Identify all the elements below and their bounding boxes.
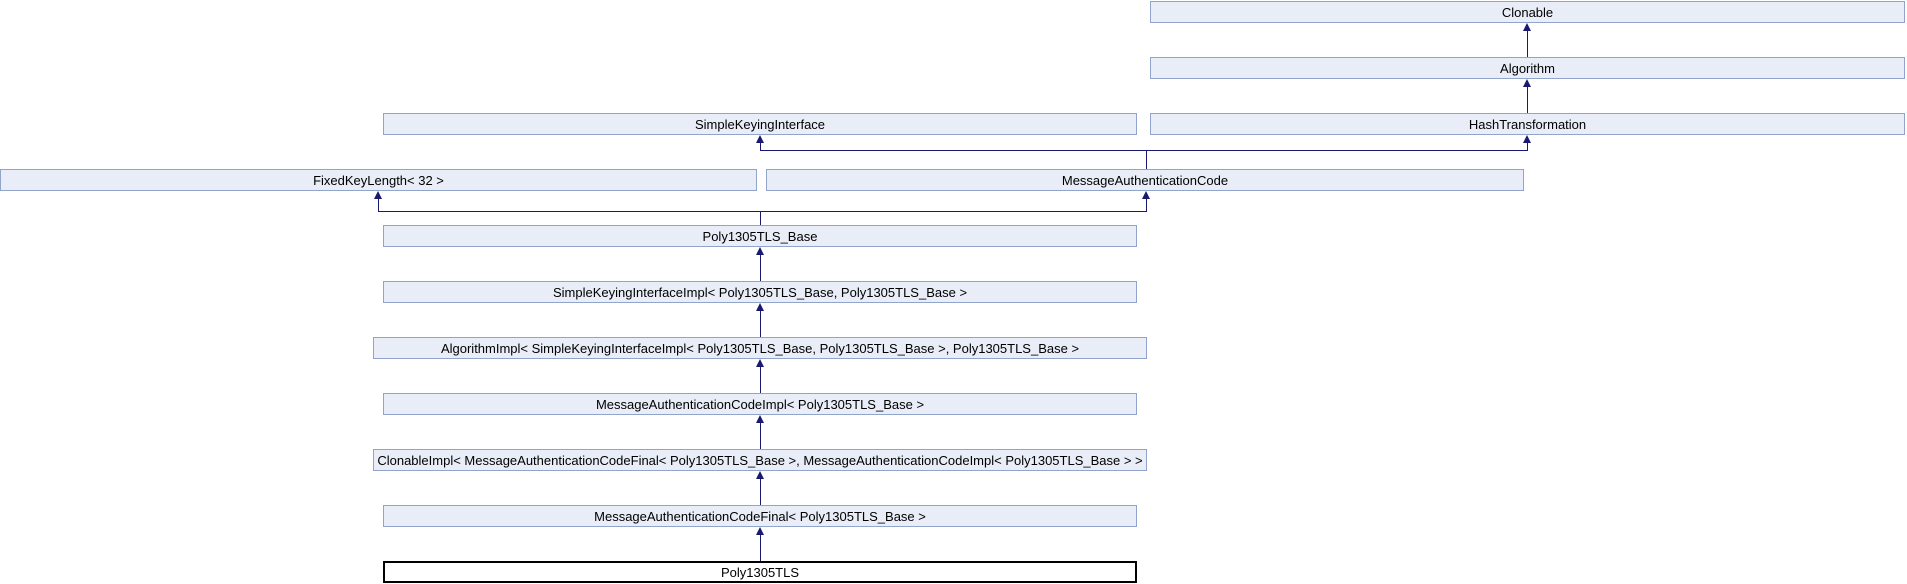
edge-arrowhead bbox=[756, 303, 764, 311]
edge-line bbox=[760, 211, 761, 225]
edge-line bbox=[760, 479, 761, 505]
class-node-label: HashTransformation bbox=[1468, 116, 1587, 132]
class-node-label: MessageAuthenticationCodeFinal< Poly1305… bbox=[594, 508, 926, 524]
class-node-label: SimpleKeyingInterface bbox=[694, 116, 826, 132]
edge-arrowhead bbox=[756, 415, 764, 423]
edge-line bbox=[1527, 31, 1528, 57]
class-node-poly1305tls-base[interactable]: Poly1305TLS_Base bbox=[383, 225, 1137, 247]
edge-line bbox=[760, 143, 761, 150]
edge-line bbox=[378, 199, 379, 211]
edge-arrowhead bbox=[1142, 191, 1150, 199]
class-node-poly1305tls-focus: Poly1305TLS bbox=[383, 561, 1137, 583]
edge-arrowhead bbox=[1523, 23, 1531, 31]
class-node-label: Poly1305TLS_Base bbox=[702, 228, 818, 244]
edge-line bbox=[760, 255, 761, 281]
class-node-algorithmimpl[interactable]: AlgorithmImpl< SimpleKeyingInterfaceImpl… bbox=[373, 337, 1147, 359]
class-node-label: MessageAuthenticationCode bbox=[1061, 172, 1229, 188]
edge-arrowhead bbox=[756, 135, 764, 143]
edge-arrowhead bbox=[756, 359, 764, 367]
edge-line bbox=[1146, 150, 1147, 169]
class-node-messageauthenticationcode[interactable]: MessageAuthenticationCode bbox=[766, 169, 1524, 191]
edge-line bbox=[760, 423, 761, 449]
class-node-clonable[interactable]: Clonable bbox=[1150, 1, 1905, 23]
edge-line bbox=[378, 211, 1147, 212]
class-node-label: MessageAuthenticationCodeImpl< Poly1305T… bbox=[595, 396, 925, 412]
class-node-label: Clonable bbox=[1501, 4, 1554, 20]
edge-line bbox=[1146, 199, 1147, 211]
edge-line bbox=[760, 150, 1528, 151]
class-node-label: Algorithm bbox=[1500, 60, 1555, 76]
edge-arrowhead bbox=[756, 471, 764, 479]
class-node-label: AlgorithmImpl< SimpleKeyingInterfaceImpl… bbox=[440, 340, 1080, 356]
edge-arrowhead bbox=[756, 247, 764, 255]
class-node-hashtransformation[interactable]: HashTransformation bbox=[1150, 113, 1905, 135]
edge-arrowhead bbox=[374, 191, 382, 199]
class-node-messageauthenticationcodefinal[interactable]: MessageAuthenticationCodeFinal< Poly1305… bbox=[383, 505, 1137, 527]
edge-line bbox=[760, 367, 761, 393]
edge-line bbox=[760, 311, 761, 337]
edge-arrowhead bbox=[756, 527, 764, 535]
class-node-clonableimpl[interactable]: ClonableImpl< MessageAuthenticationCodeF… bbox=[373, 449, 1147, 471]
edge-arrowhead bbox=[1523, 135, 1531, 143]
edge-line bbox=[1527, 87, 1528, 113]
edge-arrowhead bbox=[1523, 79, 1531, 87]
class-node-label: Poly1305TLS bbox=[720, 564, 800, 580]
class-node-label: ClonableImpl< MessageAuthenticationCodeF… bbox=[377, 452, 1143, 468]
class-node-algorithm[interactable]: Algorithm bbox=[1150, 57, 1905, 79]
edge-line bbox=[760, 535, 761, 561]
class-node-messageauthenticationcodeimpl[interactable]: MessageAuthenticationCodeImpl< Poly1305T… bbox=[383, 393, 1137, 415]
class-node-simplekeyinginterface[interactable]: SimpleKeyingInterface bbox=[383, 113, 1137, 135]
class-node-simplekeyinginterfaceimpl[interactable]: SimpleKeyingInterfaceImpl< Poly1305TLS_B… bbox=[383, 281, 1137, 303]
class-node-label: SimpleKeyingInterfaceImpl< Poly1305TLS_B… bbox=[552, 284, 968, 300]
edge-line bbox=[1527, 143, 1528, 150]
class-node-label: FixedKeyLength< 32 > bbox=[313, 172, 444, 188]
class-node-fixedkeylength[interactable]: FixedKeyLength< 32 > bbox=[0, 169, 757, 191]
